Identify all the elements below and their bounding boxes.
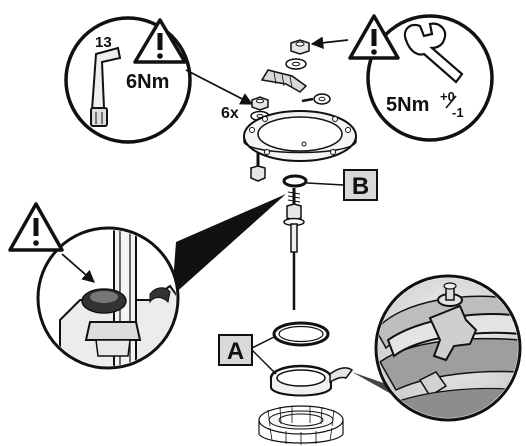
probe-rod — [283, 188, 305, 310]
flange-bolt — [250, 152, 266, 182]
top-hardware — [260, 39, 331, 105]
seal-detail-view — [8, 202, 180, 370]
socket-wrench-icon — [90, 46, 122, 127]
o-ring — [282, 174, 308, 188]
warning-icon — [348, 14, 400, 60]
flange-nuts — [250, 96, 270, 122]
warning-icon — [8, 202, 64, 252]
torque-value-left: 6Nm — [126, 71, 169, 93]
warning-icon — [133, 18, 187, 64]
torque-callout-left: 13 6Nm — [64, 16, 254, 144]
detail-wedge-left — [172, 194, 286, 296]
label-a-leader-upper — [251, 335, 277, 349]
label-b-text: B — [352, 173, 369, 200]
clamp-detail-view — [374, 274, 522, 422]
detail-warning-arrow — [61, 253, 95, 283]
torque-callout-right: 5Nm +0 -1 — [310, 14, 494, 142]
label-b-leader — [306, 182, 345, 186]
torque-value-right: 5Nm — [386, 94, 429, 116]
open-end-wrench-icon — [403, 22, 464, 84]
quantity-label: 6x — [221, 105, 239, 122]
callout-left-arrow — [185, 69, 254, 105]
gasket-ring-lower — [269, 364, 354, 397]
label-a-leader-lower — [251, 349, 277, 375]
tolerance-slash — [445, 95, 457, 109]
label-a-text: A — [227, 338, 244, 365]
burner-base — [258, 405, 344, 445]
callout-right-arrow — [310, 36, 349, 50]
gasket-ring-upper — [272, 321, 330, 347]
flange-plate — [243, 110, 357, 162]
label-a: A — [218, 334, 253, 366]
label-b: B — [343, 169, 378, 201]
tolerance-plus: +0 — [440, 89, 455, 104]
wrench-size-label: 13 — [95, 34, 112, 51]
detail-wedge-right — [352, 372, 402, 400]
tolerance-minus: -1 — [452, 105, 464, 120]
